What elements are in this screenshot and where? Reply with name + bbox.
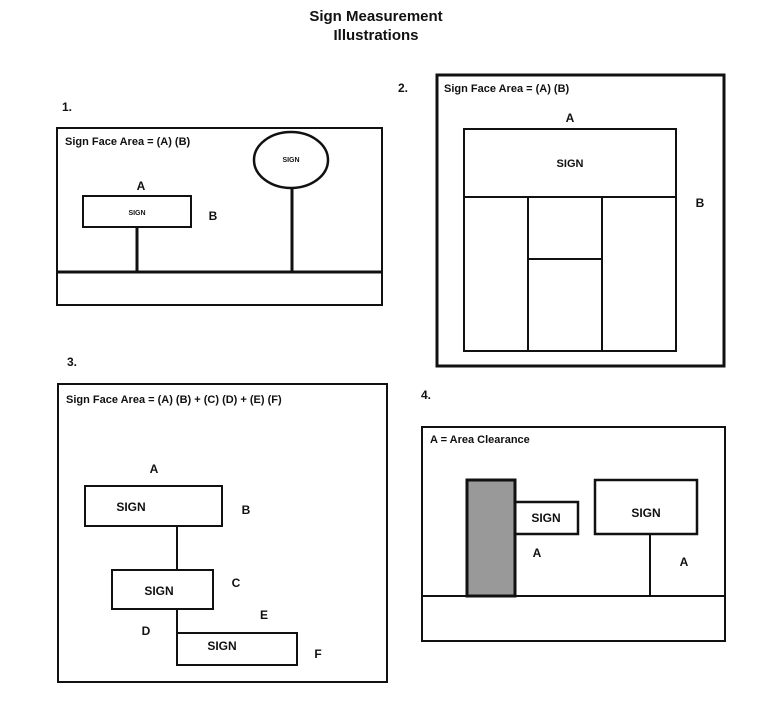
sign-2-text: SIGN (631, 506, 660, 520)
dim-f: F (314, 647, 321, 661)
sign-3-text: SIGN (207, 639, 236, 653)
sign-1-text: SIGN (116, 500, 145, 514)
panel-frame (56, 127, 383, 306)
panel-number: 4. (421, 388, 431, 402)
building-facade (463, 196, 677, 352)
panel-1: 1. Sign Face Area = (A) (B) SIGN A B SIG… (56, 100, 383, 306)
dim-c: C (232, 576, 241, 590)
title-line-1: Sign Measurement (309, 8, 442, 25)
formula: A = Area Clearance (430, 434, 530, 446)
sign-2-text: SIGN (144, 584, 173, 598)
panel-2: 2. Sign Face Area = (A) (B) A SIGN B (398, 73, 726, 368)
oval-sign-text: SIGN (282, 157, 299, 164)
formula: Sign Face Area = (A) (B) (444, 83, 570, 95)
dim-e: E (260, 608, 268, 622)
dim-b: B (209, 209, 218, 223)
panel-4: 4. A = Area Clearance SIGN A SIGN A (421, 388, 726, 642)
dim-a-1: A (533, 546, 542, 560)
sign-3 (176, 632, 298, 666)
dim-a-2: A (680, 555, 689, 569)
panel-frame (421, 426, 726, 642)
projecting-sign (513, 500, 580, 536)
building-wall (465, 478, 517, 598)
panel-frame (57, 383, 388, 683)
sign-text: SIGN (557, 158, 584, 170)
panel-number: 2. (398, 81, 408, 95)
panel-number: 3. (67, 355, 77, 369)
dim-a: A (137, 179, 146, 193)
dim-b: B (696, 196, 705, 210)
panel-number: 1. (62, 100, 72, 114)
formula: Sign Face Area = (A) (B) + (C) (D) + (E)… (66, 394, 282, 406)
dim-d: D (142, 624, 151, 638)
sign-text: SIGN (128, 210, 145, 217)
panel-3: 3. Sign Face Area = (A) (B) + (C) (D) + … (57, 355, 388, 683)
panel-frame (435, 73, 726, 368)
dim-b: B (242, 503, 251, 517)
sign-1 (84, 485, 223, 527)
title-line-2: Illustrations (333, 27, 418, 44)
sign-2 (111, 569, 214, 610)
dim-a: A (566, 111, 575, 125)
pole-sign (593, 478, 699, 536)
formula: Sign Face Area = (A) (B) (65, 136, 191, 148)
sign-1-text: SIGN (531, 511, 560, 525)
dim-a: A (150, 462, 159, 476)
